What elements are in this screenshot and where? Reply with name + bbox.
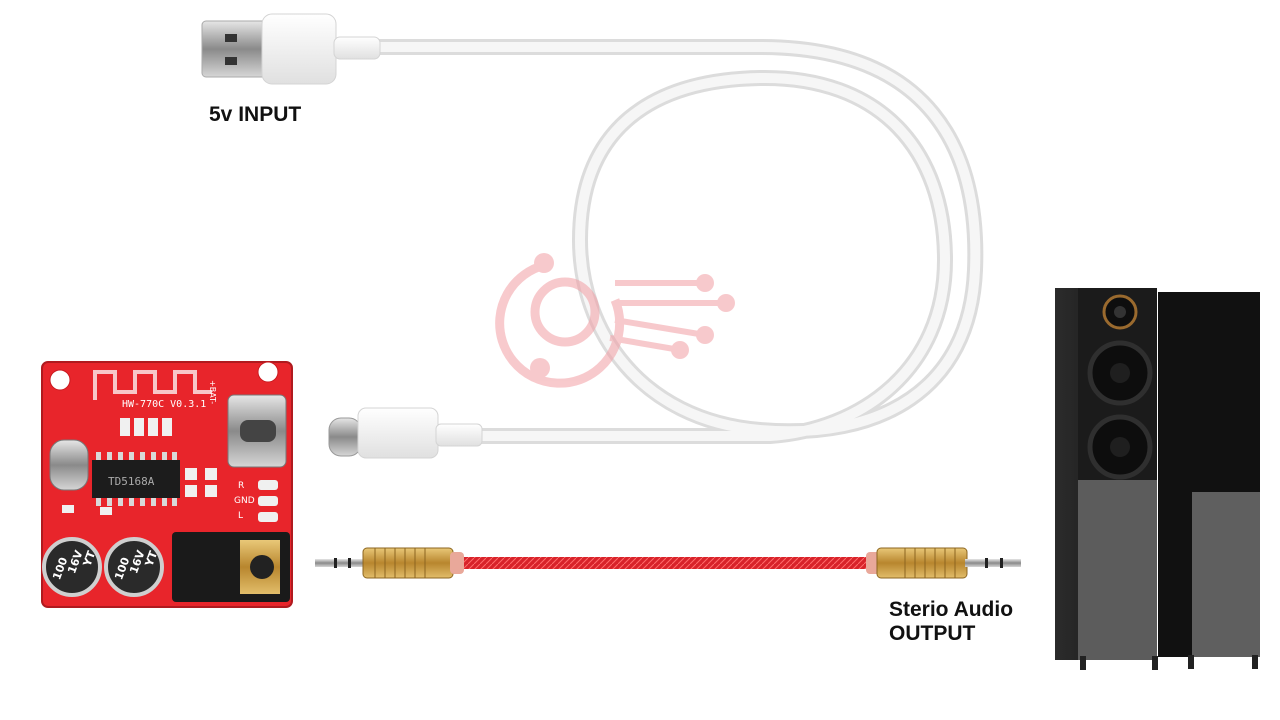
output-label-line2: OUTPUT [889, 622, 976, 645]
cap-left-brand: YT [80, 549, 98, 569]
usb-c-plug [328, 407, 483, 459]
board-model-label: HW-770C V0.3.1 [122, 399, 206, 410]
antenna-trace [93, 370, 212, 400]
bat-label: +BAT- [208, 380, 217, 404]
bluetooth-audio-board: HW-770C V0.3.1 +BAT- TD5168A R GND L 100… [41, 361, 293, 608]
pin-l-label: L [238, 511, 243, 521]
usb-a-plug [201, 13, 381, 85]
pin-r-label: R [238, 481, 244, 491]
crystal-oscillator [49, 439, 89, 491]
usb-cable [370, 39, 984, 444]
chip-label: TD5168A [108, 475, 155, 488]
speaker-rear [1158, 292, 1260, 669]
cap-right-brand: YT [142, 549, 160, 569]
capacitor-left: 100 16V YT [42, 537, 102, 597]
watermark-logo [495, 253, 735, 388]
aux-audio-cable [315, 547, 1021, 579]
pin-gnd-label: GND [234, 496, 255, 506]
input-label: 5v INPUT [209, 103, 302, 126]
output-label-line1: Sterio Audio [889, 598, 1014, 621]
chip [92, 460, 180, 498]
speaker-front [1055, 288, 1158, 670]
output-label: Sterio Audio OUTPUT [889, 598, 1013, 646]
capacitor-right: 100 16V YT [104, 537, 164, 597]
